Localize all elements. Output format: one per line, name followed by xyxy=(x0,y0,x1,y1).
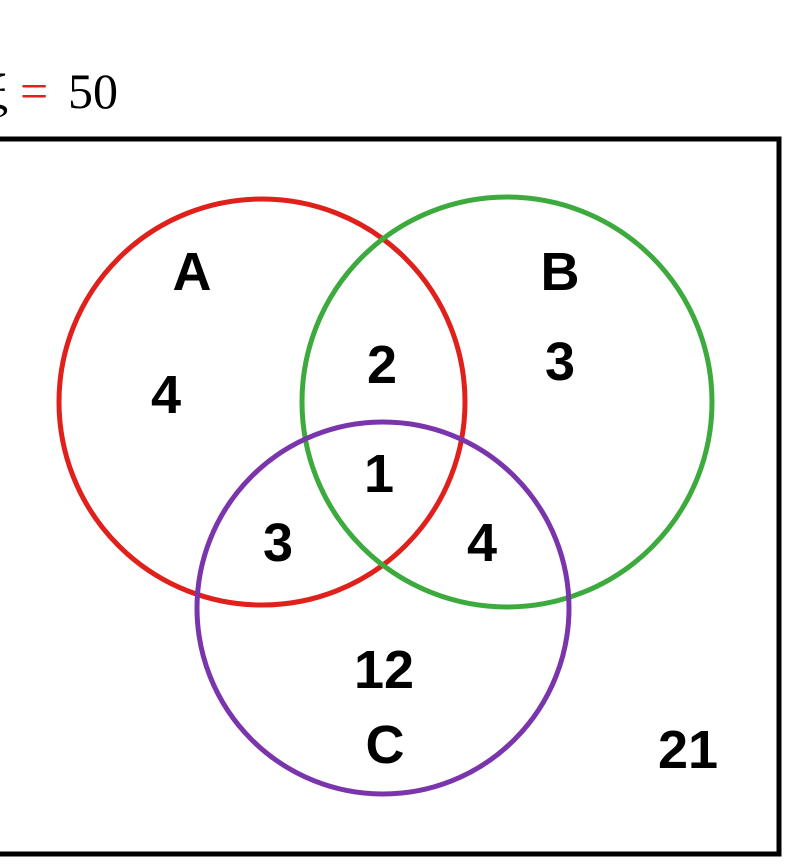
region-outside: 21 xyxy=(658,720,718,780)
set-a-circle xyxy=(56,196,468,608)
set-b-label: B xyxy=(541,242,580,302)
set-c-circle xyxy=(194,419,572,797)
region-b-only: 3 xyxy=(545,332,575,392)
region-a-and-b: 2 xyxy=(367,335,397,395)
region-a-only: 4 xyxy=(151,365,181,425)
region-a-b-c: 1 xyxy=(364,444,394,504)
set-a-label: A xyxy=(173,242,212,302)
equals-sign: = xyxy=(20,63,48,119)
region-a-and-c: 3 xyxy=(263,513,293,573)
region-b-and-c: 4 xyxy=(467,513,497,573)
region-c-only: 12 xyxy=(354,640,414,700)
universe-total: 50 xyxy=(68,63,118,119)
universe-symbol: ξ xyxy=(0,63,8,119)
set-c-label: C xyxy=(366,715,405,775)
set-b-circle xyxy=(299,194,715,610)
universal-set-box xyxy=(0,136,782,857)
